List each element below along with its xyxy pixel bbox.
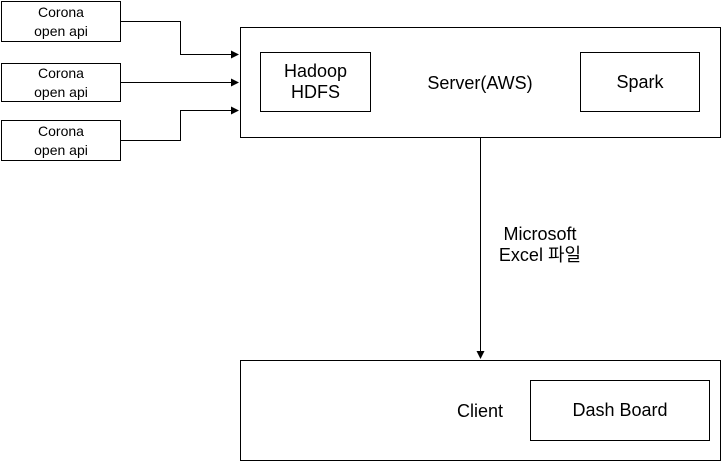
source-box-3: Corona open api (1, 120, 121, 161)
source-box-1: Corona open api (1, 1, 121, 42)
client-label: Client (456, 400, 504, 421)
arrow-source-3-to-server (120, 106, 239, 141)
spark-label: Spark (616, 71, 664, 92)
edge-label: Microsoft Excel 파일 (498, 224, 582, 265)
hadoop-hdfs-label: Hadoop HDFS (283, 61, 348, 102)
dashboard-box: Dash Board (530, 380, 710, 441)
hadoop-hdfs-box: Hadoop HDFS (260, 52, 371, 112)
dashboard-label: Dash Board (572, 400, 668, 420)
source-label: Corona open api (34, 3, 88, 39)
server-label: Server(AWS) (427, 72, 533, 93)
source-box-2: Corona open api (1, 63, 121, 102)
source-label: Corona open api (34, 64, 88, 100)
arrow-source-1-to-server (120, 21, 239, 59)
spark-box: Spark (580, 52, 700, 112)
source-label: Corona open api (34, 122, 88, 158)
